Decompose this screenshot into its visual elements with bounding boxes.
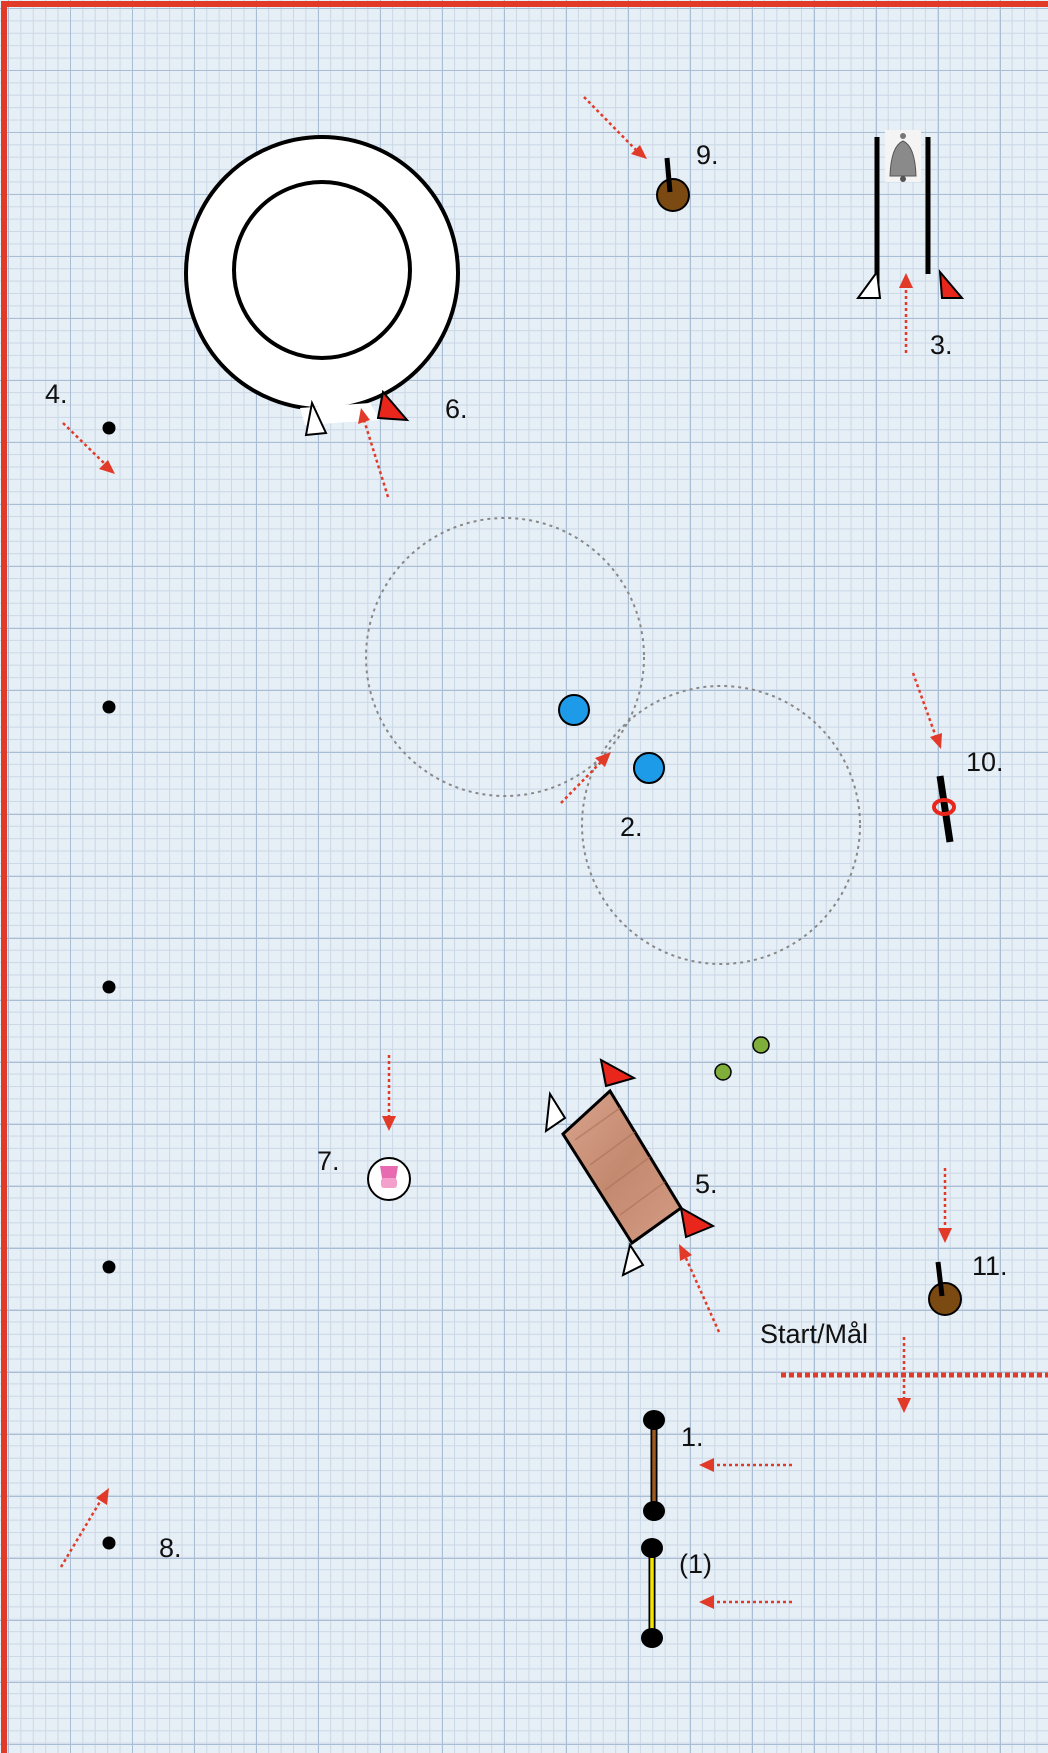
label-obstacle-9: 9. <box>696 140 719 170</box>
ring-obstacle <box>186 137 458 435</box>
label-obstacle-6: 6. <box>445 394 468 424</box>
bridge-obstacle <box>546 1060 713 1275</box>
label-obstacle-7: 7. <box>317 1146 340 1176</box>
arrow-icon <box>699 1595 792 1609</box>
label-obstacle-4: 4. <box>45 379 68 409</box>
white-flag <box>546 1094 565 1131</box>
label-obstacle-2: 2. <box>620 812 643 842</box>
label-start-finish: Start/Mål <box>760 1319 868 1349</box>
label-obstacle-1-alt: (1) <box>679 1549 712 1579</box>
arrow-icon <box>561 752 611 803</box>
arrow-icon <box>897 1337 911 1413</box>
barrel <box>634 753 664 783</box>
arrow-icon <box>679 1244 719 1332</box>
arrow-icon <box>584 97 647 159</box>
barrel <box>559 695 589 725</box>
pole-1-alt-obstacle <box>641 1538 663 1648</box>
arrow-icon <box>358 408 388 497</box>
post-9-obstacle <box>657 158 689 211</box>
arrow-icon <box>61 1488 109 1567</box>
pole-1-obstacle <box>643 1410 665 1521</box>
label-obstacle-8: 8. <box>159 1533 182 1563</box>
cone-marker <box>103 1537 116 1550</box>
red-flag <box>681 1208 713 1237</box>
red-flag <box>378 392 407 420</box>
pole-10-obstacle <box>934 776 954 842</box>
arrow-icon <box>899 273 913 353</box>
cone-marker <box>103 701 116 714</box>
label-obstacle-11: 11. <box>972 1251 1008 1281</box>
bell-icon <box>885 130 921 182</box>
label-obstacle-1: 1. <box>681 1422 704 1452</box>
arrow-icon <box>913 673 942 749</box>
label-obstacle-5: 5. <box>695 1169 718 1199</box>
green-marker <box>715 1064 731 1080</box>
cone-marker <box>103 422 116 435</box>
page-border <box>4 4 1048 1753</box>
cone-marker <box>103 981 116 994</box>
cone-marker <box>103 1261 116 1274</box>
arrow-icon <box>938 1168 952 1243</box>
white-flag <box>623 1245 643 1275</box>
red-flag <box>940 272 962 298</box>
arrow-icon <box>382 1055 396 1131</box>
green-marker <box>753 1037 769 1053</box>
arrow-icon <box>699 1458 792 1472</box>
label-obstacle-10: 10. <box>966 747 1004 777</box>
red-flag <box>601 1060 634 1086</box>
label-obstacle-3: 3. <box>930 330 953 360</box>
post-11-obstacle <box>929 1262 961 1315</box>
white-flag <box>858 272 880 298</box>
mailbox-obstacle <box>368 1158 410 1200</box>
barrel-obstacle <box>366 518 860 964</box>
bell-gate-obstacle <box>858 130 962 298</box>
